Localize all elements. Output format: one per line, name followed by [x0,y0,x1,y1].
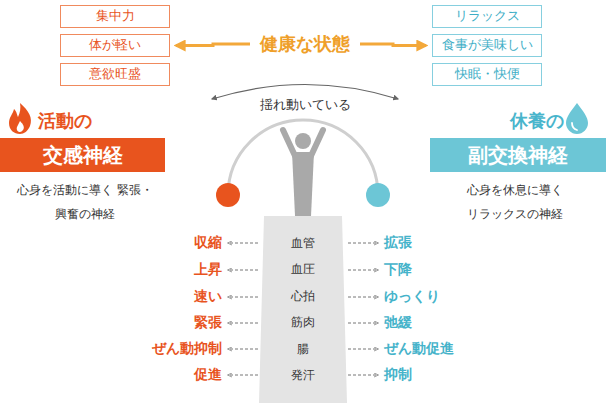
drop-shine [572,123,577,130]
state-box: 集中力 [60,5,170,28]
nerve-heading: 活動の [0,104,165,138]
node-text: 交感神経 [0,138,165,172]
node-text: 健康な状態 [260,32,350,56]
pedestal [259,216,347,403]
effect-arrow [228,323,258,324]
nerve-description: 心身を休息に導く リラックスの神経 [440,178,590,226]
parasympathetic-effect: ぜん動促進 [384,340,454,358]
effect-arrow [228,243,258,244]
sympathetic-effect: 上昇 [194,261,222,279]
parasympathetic-effect: 下降 [384,261,412,279]
sympathetic-effect: 緊張 [194,314,222,332]
effect-arrow [228,375,258,376]
effect-arrow [348,243,378,244]
state-box: 快眠・快便 [432,63,542,86]
sympathetic-effect: 収縮 [194,234,222,252]
state-box: 意欲旺盛 [60,63,170,86]
node-text: 集中力 [61,6,169,26]
parasympathetic-effect: ゆっくり [384,288,440,306]
state-box: 食事が美味しい [432,34,542,57]
figure-head [295,133,311,149]
sympathetic-effect: ぜん動抑制 [152,340,222,358]
sympathetic-effect: 促進 [194,366,222,384]
state-box: リラックス [432,5,542,28]
parasympathetic-effect: 弛緩 [384,314,412,332]
node-text: 体が軽い [61,35,169,55]
effect-arrow [348,349,378,350]
state-heading: 健康な状態 [254,32,356,56]
state-arrow [176,44,250,46]
effect-arrow [228,349,258,350]
effect-arrow [348,270,378,271]
parasympathetic-effect: 抑制 [384,366,412,384]
sympathetic-weight [216,183,240,207]
nerve-description: 心身を活動に導く 緊張・興奮の神経 [10,178,160,226]
node-text: 血管 [262,230,344,256]
node-text: 快眠・快便 [433,64,541,84]
drop-icon [566,103,588,134]
flame-icon [9,103,31,134]
node-text: 食事が美味しい [433,35,541,55]
nerve-band: 活動の交感神経 [0,104,165,172]
figure-body [292,152,314,216]
effect-arrow [348,323,378,324]
effect-arrow [228,297,258,298]
node-text: 腸 [262,336,344,362]
node-text: 意欲旺盛 [61,64,169,84]
effect-arrow [348,297,378,298]
node-text: リラックス [433,6,541,26]
node-text: 筋肉 [262,309,344,335]
sympathetic-effect: 速い [194,288,222,306]
node-text: 発汗 [262,362,344,388]
nerve-heading: 休養の [430,104,606,138]
flame-core [17,121,24,132]
state-box: 体が軽い [60,34,170,57]
sway-label: 揺れ動いている [260,96,351,114]
parasympathetic-effect: 拡張 [384,234,412,252]
state-arrow [360,44,426,46]
node-text: 副交換神経 [430,138,606,172]
node-text: 血圧 [262,256,344,282]
effect-arrow [348,375,378,376]
effect-arrow [228,270,258,271]
nerve-band: 休養の副交換神経 [430,104,606,172]
sway-arrow [212,85,398,100]
node-text: 心拍 [262,283,344,309]
parasympathetic-weight [366,183,390,207]
organ-pedestal: 血管血圧心拍筋肉腸発汗 [262,228,344,388]
